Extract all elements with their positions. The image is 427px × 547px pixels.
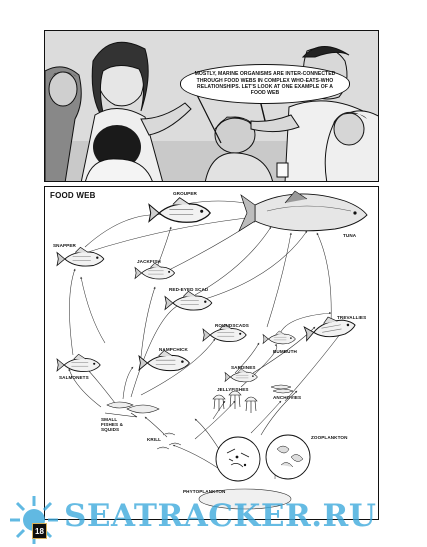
label-krill: KRILL	[147, 437, 162, 442]
label-salmonets: SALMONETS	[59, 375, 89, 380]
food-web-panel: FOOD WEB	[44, 186, 379, 520]
jellyfish-illustration	[212, 390, 258, 413]
speech-bubble: MOSTLY, MARINE ORGANISMS ARE INTER-CONNE…	[180, 64, 350, 104]
label-jackfish: JACKFISH	[137, 259, 161, 264]
phytoplankton-mass	[198, 488, 292, 510]
snapper-illustration	[56, 246, 105, 267]
tuna-illustration	[238, 190, 368, 232]
small-fishes-illustration	[104, 401, 160, 418]
sardines-illustration	[224, 368, 258, 383]
page-number: 18	[32, 523, 47, 539]
grouper-illustration	[148, 196, 212, 224]
phytoplankton-circle	[215, 436, 261, 482]
zooplankton-circle	[265, 434, 311, 480]
label-trevally: TREVALLIES	[337, 315, 367, 320]
label-anchovies: ANCHOVIES	[273, 395, 302, 400]
anchovies-illustration	[270, 384, 294, 394]
salmonets-illustration	[56, 353, 101, 373]
watermark-text: SEATRACKER.RU	[64, 498, 377, 534]
label-sardines: SARDINES	[231, 365, 256, 370]
food-web-diagram	[56, 190, 368, 510]
label-pompano: NAMPCHICK	[159, 347, 188, 352]
bumbuth-illustration	[262, 330, 296, 345]
label-bumbuth: BUMBUTH	[273, 349, 297, 354]
pompano-illustration	[138, 349, 191, 372]
jackfish-illustration	[134, 262, 176, 280]
redeyed-scad-illustration	[164, 290, 213, 311]
label-redeyed-scad: RED-EYED SCAD	[169, 287, 209, 292]
label-grouper: GROUPER	[173, 191, 197, 196]
food-web-title: FOOD WEB	[50, 191, 96, 200]
comic-panel: MOSTLY, MARINE ORGANISMS ARE INTER-CONNE…	[44, 30, 379, 182]
label-jellyfishes: JELLYFISHES	[217, 387, 249, 392]
food-web-arrows	[68, 200, 342, 480]
speech-text: MOSTLY, MARINE ORGANISMS ARE INTER-CONNE…	[194, 71, 336, 97]
label-zooplankton: ZOOPLANKTON	[311, 435, 348, 440]
label-phytoplankton: PHYTOPLANKTON	[183, 489, 226, 494]
label-small-fishes: SMALL FISHES & SQUIDS	[101, 417, 123, 432]
comic-illustration	[45, 31, 378, 181]
label-snapper: SNAPPER	[53, 243, 76, 248]
label-roundscads: ROUNDSCADS	[215, 323, 249, 328]
label-tuna: TUNA	[343, 233, 357, 238]
krill-illustration	[156, 432, 182, 450]
